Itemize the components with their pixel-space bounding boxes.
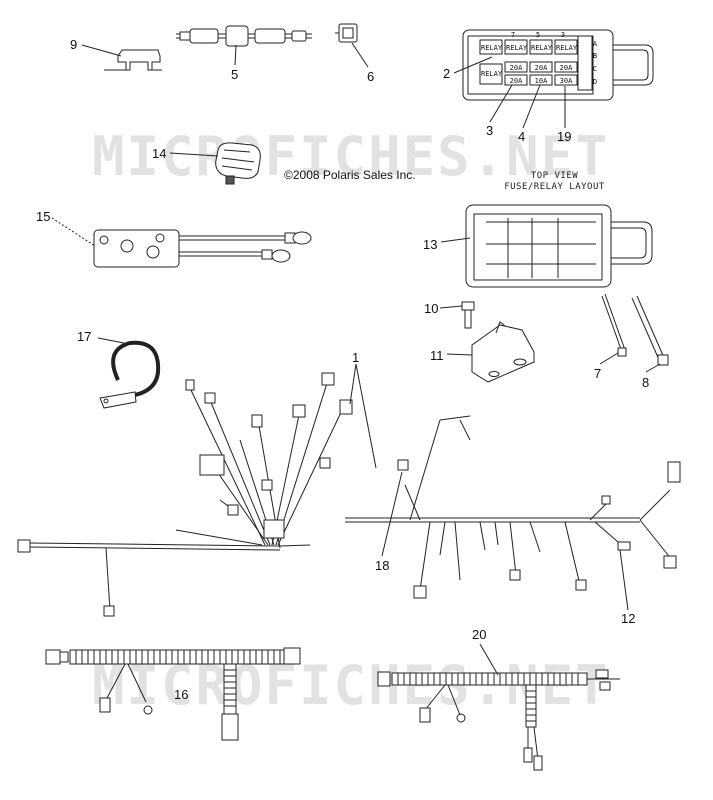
- leader-7: [599, 352, 619, 365]
- top-view-line2: FUSE/RELAY LAYOUT: [504, 182, 605, 192]
- callout-13: 13: [423, 237, 438, 252]
- fuse-rating: 30A: [559, 77, 573, 85]
- part-7-cable-tie: [601, 293, 627, 357]
- leader-3: [489, 84, 513, 123]
- fuse-row-letter: D: [592, 78, 598, 86]
- leader-1b: [355, 363, 377, 469]
- callout-8: 8: [642, 375, 650, 390]
- relay-label: RELAY: [481, 70, 503, 78]
- part-10-bolt: [461, 301, 475, 329]
- relay-label: RELAY: [556, 44, 578, 52]
- leader-4: [522, 84, 541, 129]
- relay-label: RELAY: [506, 44, 528, 52]
- part-5-inline-fuse-holder: [176, 25, 312, 47]
- part-2-fuse-relay-box: [462, 29, 654, 101]
- leader-8: [645, 363, 661, 373]
- callout-7: 7: [594, 366, 602, 381]
- relay-label: RELAY: [531, 44, 553, 52]
- callout-5: 5: [231, 67, 239, 82]
- part-15-terminal-block: [93, 229, 312, 268]
- callout-2: 2: [443, 66, 451, 81]
- callout-20: 20: [472, 627, 487, 642]
- fuse-rating: 20A: [534, 64, 548, 72]
- watermark-top: MICROFICHES.NET: [92, 125, 610, 188]
- fuse-rating: 20A: [559, 64, 573, 72]
- leader-1a: [349, 363, 357, 405]
- callout-11: 11: [430, 348, 444, 363]
- callout-12: 12: [621, 611, 636, 626]
- leader-18: [381, 471, 403, 557]
- part-1-main-harness: [17, 372, 681, 617]
- fuse-slot-number: 3: [560, 31, 566, 39]
- callout-18: 18: [375, 558, 390, 573]
- fuse-slot-number: 7: [510, 31, 516, 39]
- top-view-caption: TOP VIEW FUSE/RELAY LAYOUT: [492, 171, 617, 193]
- callout-19: 19: [557, 129, 572, 144]
- part-6-connector: [335, 23, 358, 43]
- fuse-rating: 20A: [509, 77, 523, 85]
- leader-10: [439, 305, 463, 309]
- part-13-fuse-box-assembly: [465, 204, 653, 288]
- relay-label: RELAY: [481, 44, 503, 52]
- callout-10: 10: [424, 301, 439, 316]
- fuse-row-letter: C: [592, 65, 598, 73]
- part-9-fuse: [104, 49, 162, 71]
- part-20-harness: [377, 669, 620, 771]
- part-16-harness: [45, 647, 301, 741]
- part-17-clamp: [99, 340, 161, 409]
- part-18-connector: [397, 459, 409, 471]
- callout-16: 16: [174, 687, 189, 702]
- callout-14: 14: [152, 146, 167, 161]
- fuse-rating: 20A: [509, 64, 523, 72]
- leader-12: [619, 549, 629, 611]
- part-11-bracket: [471, 321, 535, 383]
- part-8-cable-tie: [631, 295, 669, 366]
- top-view-line1: TOP VIEW: [530, 171, 579, 181]
- leader-13: [440, 237, 471, 243]
- leader-15: [51, 217, 96, 247]
- leader-5: [234, 44, 237, 66]
- fuse-row-letter: A: [592, 40, 598, 48]
- callout-17: 17: [77, 329, 92, 344]
- callout-9: 9: [70, 37, 78, 52]
- callout-4: 4: [518, 129, 526, 144]
- part-14-relay-socket: [215, 142, 261, 185]
- callout-3: 3: [486, 123, 494, 138]
- copyright-notice: ©2008 Polaris Sales Inc.: [284, 168, 416, 182]
- leader-6: [351, 42, 369, 68]
- fuse-row-letter: B: [592, 52, 598, 60]
- leader-11: [446, 353, 473, 356]
- fuse-slot-number: 5: [535, 31, 541, 39]
- fuse-rating: 10A: [534, 77, 548, 85]
- callout-6: 6: [367, 69, 375, 84]
- leader-2: [453, 56, 493, 74]
- leader-14: [169, 152, 219, 157]
- leader-17: [97, 337, 125, 344]
- leader-20: [479, 643, 499, 676]
- callout-1: 1: [352, 350, 360, 365]
- callout-15: 15: [36, 209, 51, 224]
- leader-9: [81, 44, 122, 57]
